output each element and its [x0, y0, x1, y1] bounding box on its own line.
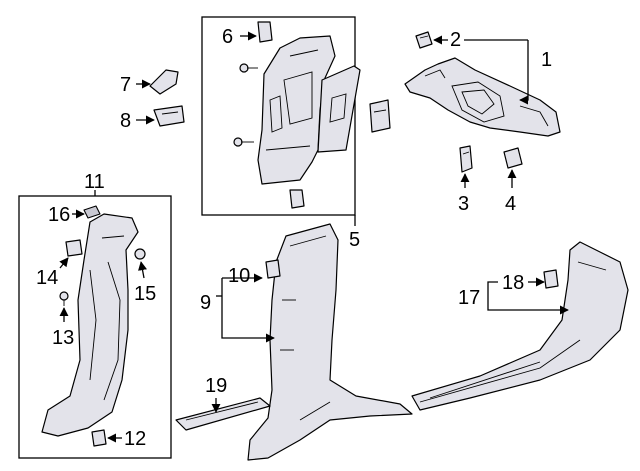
callout-4: 4	[505, 193, 516, 215]
leader-1	[519, 40, 529, 105]
pillar-panel-upper	[257, 35, 336, 185]
bracket-part-8	[153, 105, 185, 127]
upper-trim-panel	[404, 57, 561, 137]
rocker-trim-17	[411, 241, 629, 411]
leader-15	[138, 261, 147, 279]
cover-part-4	[503, 147, 523, 169]
leader-14	[59, 257, 69, 269]
leader-17	[487, 298, 569, 315]
assembly-box-5	[201, 16, 356, 216]
screw-upper	[239, 63, 258, 73]
clip-part-18	[543, 269, 559, 289]
leader-9	[221, 296, 275, 343]
clip-part-6	[257, 21, 273, 43]
screw-lower	[233, 137, 254, 147]
clip-part-16	[83, 205, 101, 219]
side-cover-panel	[317, 65, 361, 153]
clip-part-12	[91, 429, 107, 447]
callout-1: 1	[541, 49, 552, 71]
cap-part-7	[149, 69, 179, 95]
callout-17: 17	[458, 287, 480, 309]
callout-2: 2	[450, 29, 461, 51]
callout-11: 11	[84, 171, 105, 193]
callout-8: 8	[120, 110, 131, 132]
bracket-part-3	[459, 145, 473, 173]
callout-16: 16	[48, 204, 70, 226]
pushpin-part-13	[59, 291, 69, 306]
screw-part-15	[134, 248, 146, 260]
handle-part	[369, 99, 391, 133]
callout-15: 15	[134, 283, 156, 305]
center-pillar-trim	[247, 223, 413, 461]
callout-3: 3	[458, 193, 469, 215]
callout-14: 14	[36, 267, 58, 289]
callout-10: 10	[228, 265, 250, 287]
callout-12: 12	[124, 428, 146, 450]
clip-part-14	[65, 239, 83, 257]
clip-part-10	[265, 259, 281, 279]
leader-17-top	[487, 281, 498, 298]
callout-9: 9	[200, 292, 211, 314]
clip-bottom	[289, 189, 305, 209]
callout-13: 13	[52, 327, 74, 349]
clip-part-2	[415, 31, 433, 49]
callout-5: 5	[349, 229, 360, 251]
callout-19: 19	[205, 375, 227, 397]
callout-6: 6	[222, 26, 233, 48]
callout-18: 18	[502, 272, 524, 294]
sill-plate-19	[175, 397, 271, 431]
callout-7: 7	[120, 74, 131, 96]
pillar-trim-left	[41, 213, 139, 437]
